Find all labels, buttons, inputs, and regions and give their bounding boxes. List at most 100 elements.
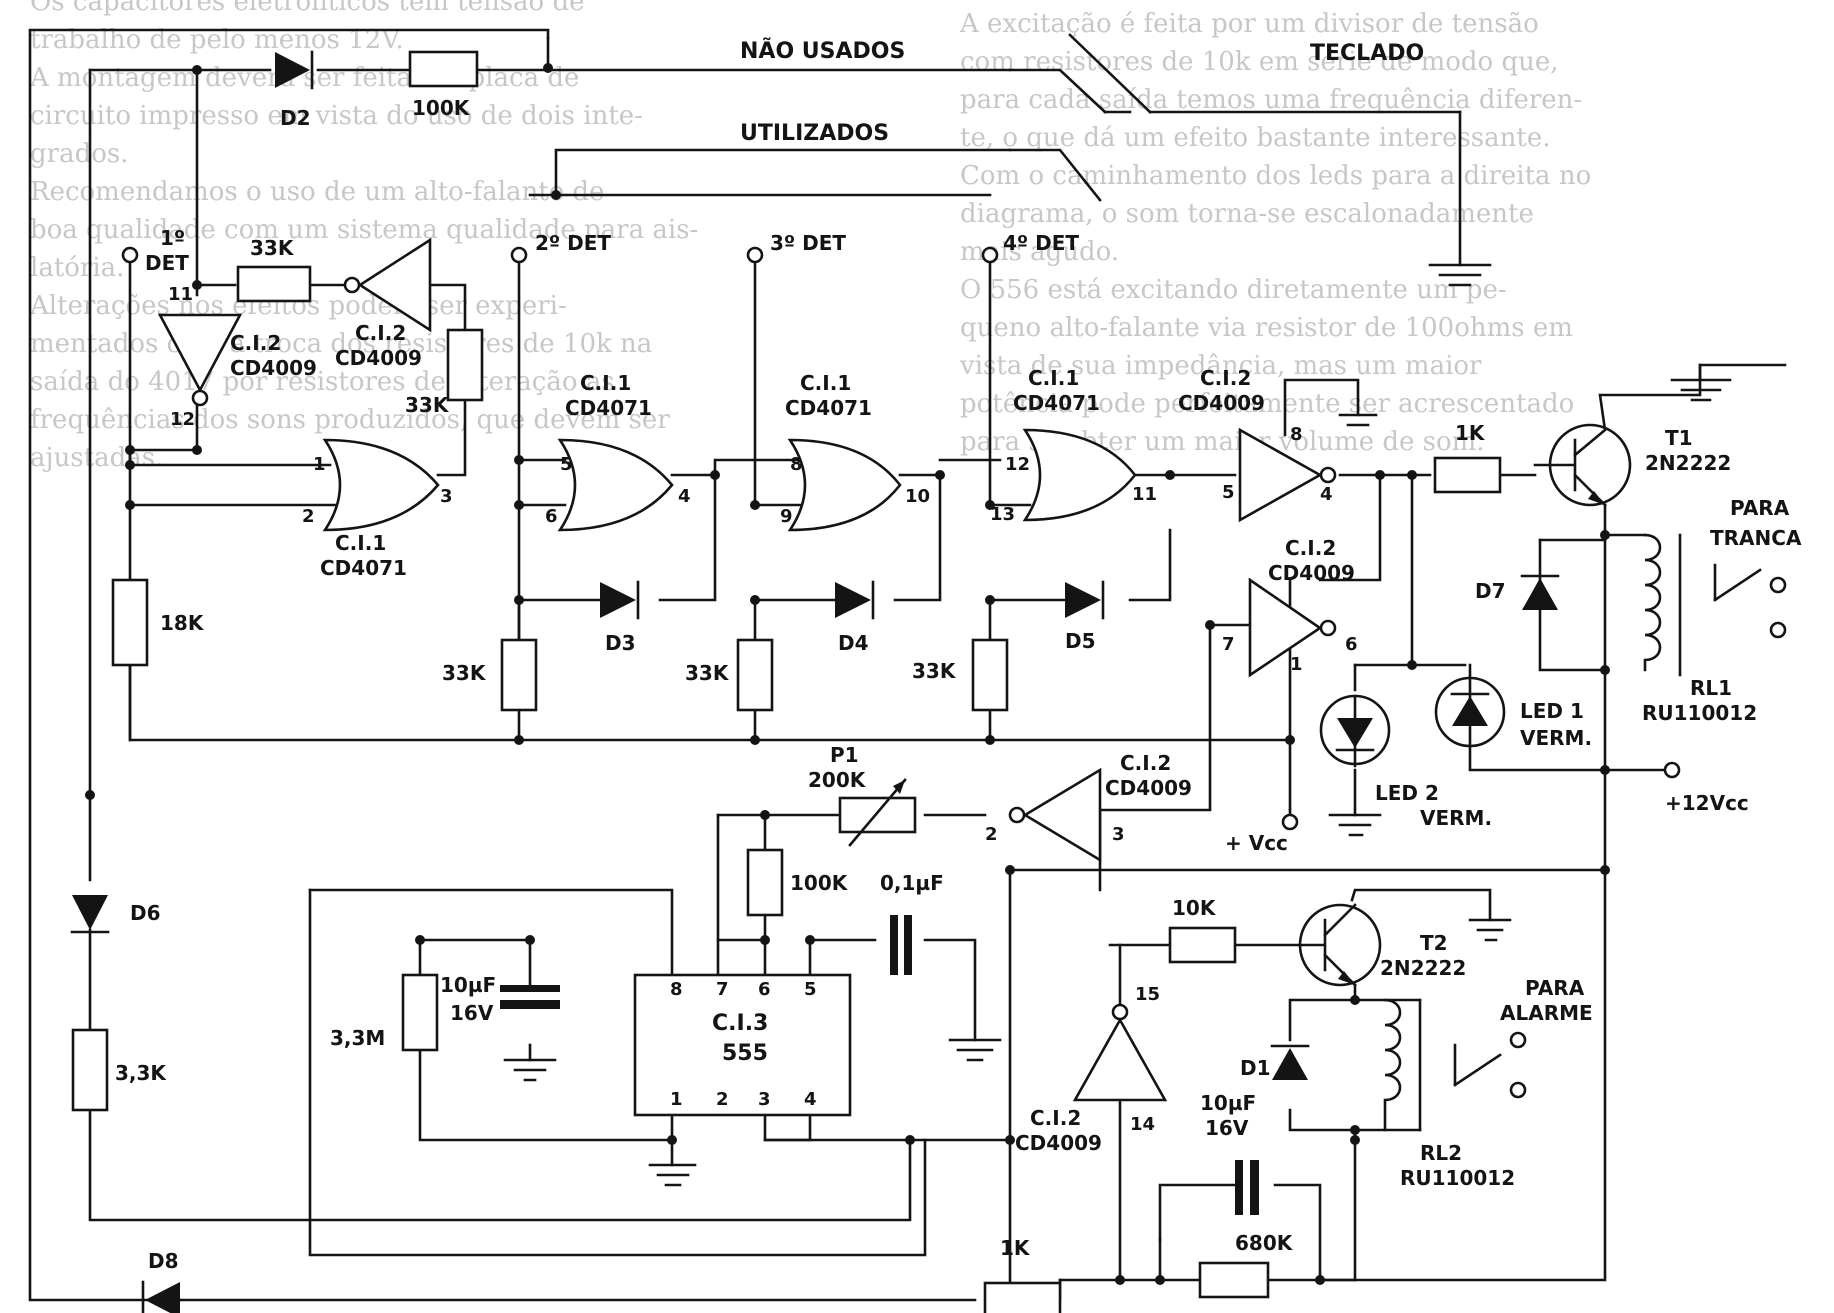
pin-555-6: 6 xyxy=(758,979,771,1000)
background-text-line: com resistores de 10k em série de modo q… xyxy=(960,47,1559,77)
pin-555-1: 1 xyxy=(670,1089,683,1110)
background-text-line: mentados com a troca dos resistores de 1… xyxy=(30,329,652,359)
junction-dot xyxy=(750,595,760,605)
junction-dot xyxy=(514,595,524,605)
pin-inv-7: 7 xyxy=(1222,634,1235,655)
label-ci1-b: C.I.1 xyxy=(580,371,631,395)
junction-dot xyxy=(750,500,760,510)
inverter-ci2-a xyxy=(343,237,432,333)
junction-dot xyxy=(525,935,535,945)
resistor-3-3m xyxy=(401,973,439,1052)
pin-555-4: 4 xyxy=(804,1089,817,1110)
label-ci2-b: C.I.2 xyxy=(230,331,281,355)
label-cd4071-a: CD4071 xyxy=(320,556,407,580)
label-ci2-d: C.I.2 xyxy=(1285,536,1336,560)
label-3-3m: 3,3M xyxy=(330,1026,385,1050)
background-text-line: grados. xyxy=(30,139,128,169)
resistor-18k xyxy=(111,578,149,667)
resistor-33k-b xyxy=(446,328,484,402)
junction-dot xyxy=(543,63,553,73)
label-cd4009-d: CD4009 xyxy=(1268,561,1355,585)
diode-d7 xyxy=(1520,574,1560,610)
label-utilizados: UTILIZADOS xyxy=(740,121,889,146)
label-d4: D4 xyxy=(838,631,869,655)
label-33k-b: 33K xyxy=(405,393,450,417)
resistor-3-3k xyxy=(71,1028,109,1112)
label-det1-b: DET xyxy=(145,251,189,275)
label-18k: 18K xyxy=(160,611,205,635)
junction-dot xyxy=(1407,660,1417,670)
junction-dot xyxy=(805,935,815,945)
labels: NÃO USADOS UTILIZADOS TECLADO 100K D2 1º… xyxy=(115,38,1802,1273)
background-text-line: A excitação é feita por um divisor de te… xyxy=(959,9,1539,39)
label-p1-value: 200K xyxy=(808,768,867,792)
resistor-1k-bottom xyxy=(983,1281,1062,1313)
junction-dot xyxy=(1155,1275,1165,1285)
or-gate-ci1-a xyxy=(322,438,440,532)
pin-or-4: 4 xyxy=(678,486,691,507)
label-led1-color: VERM. xyxy=(1520,726,1592,750)
pin-555-2: 2 xyxy=(716,1089,729,1110)
diode-d3 xyxy=(600,580,640,620)
junction-dot xyxy=(1285,735,1295,745)
label-ci3: C.I.3 xyxy=(712,1011,768,1036)
resistor-33k-feedback xyxy=(236,265,312,303)
label-d1: D1 xyxy=(1240,1056,1271,1080)
junction-dot xyxy=(125,460,135,470)
junction-dot xyxy=(1005,865,1015,875)
label-ci2-f: C.I.2 xyxy=(1030,1106,1081,1130)
label-para-alarme-b: ALARME xyxy=(1500,1001,1593,1025)
background-text-line: frequências dos sons produzidos, que dev… xyxy=(30,405,670,435)
junction-dot xyxy=(514,500,524,510)
relay-coil-rl1 xyxy=(1643,533,1787,677)
junction-dot xyxy=(551,190,561,200)
resistor-33k-1 xyxy=(500,638,538,712)
label-p1: P1 xyxy=(830,743,859,767)
background-text-line: potência pode perfeitamente ser acrescen… xyxy=(960,389,1574,419)
label-det3: 3º DET xyxy=(770,231,846,255)
background-text-line: te, o que dá um efeito bastante interess… xyxy=(960,123,1551,153)
label-33k-2: 33K xyxy=(685,661,730,685)
pin-inv-5: 5 xyxy=(1222,482,1235,503)
background-text-line: O 556 está excitando diretamente um pe- xyxy=(960,275,1507,305)
diode-d5 xyxy=(1065,580,1105,620)
junction-dot xyxy=(1205,620,1215,630)
label-rl2-type: RU110012 xyxy=(1400,1166,1515,1190)
label-ci2-a: C.I.2 xyxy=(355,321,406,345)
junction-dot xyxy=(760,810,770,820)
pin-or-6: 6 xyxy=(545,506,558,527)
resistor-33k-2 xyxy=(736,638,774,712)
label-100k-top: 100K xyxy=(412,96,471,120)
junction-dot xyxy=(905,1135,915,1145)
label-rl2: RL2 xyxy=(1420,1141,1462,1165)
junction-dot xyxy=(1350,995,1360,1005)
label-led2: LED 2 xyxy=(1375,781,1439,805)
label-ci1-d: C.I.1 xyxy=(1028,366,1079,390)
junction-dot xyxy=(514,455,524,465)
capacitor-10uf-a xyxy=(500,985,560,1009)
background-text-line: Recomendamos o uso de um alto-falante de xyxy=(30,177,604,207)
junction-dot xyxy=(1600,530,1610,540)
pin-or-2: 2 xyxy=(302,506,315,527)
label-555: 555 xyxy=(722,1041,768,1066)
label-3-3k: 3,3K xyxy=(115,1061,167,1085)
ground-symbols xyxy=(503,263,1732,1187)
pin-11-inv: 11 xyxy=(168,284,193,305)
label-para-tranca-b: TRANCA xyxy=(1710,526,1802,550)
label-cd4009-a: CD4009 xyxy=(335,346,422,370)
label-ci1-a: C.I.1 xyxy=(335,531,386,555)
diode-d1 xyxy=(1270,1044,1310,1080)
pin-555-7: 7 xyxy=(716,979,729,1000)
pin-555-8: 8 xyxy=(670,979,683,1000)
pin-inv-15: 15 xyxy=(1135,984,1160,1005)
pin-or-3: 3 xyxy=(440,486,453,507)
label-16v-a: 16V xyxy=(450,1001,494,1025)
junction-dot xyxy=(1315,1275,1325,1285)
pin-inv-6: 6 xyxy=(1345,634,1358,655)
label-d7: D7 xyxy=(1475,579,1506,603)
junction-dot xyxy=(1600,865,1610,875)
junction-dot xyxy=(667,1135,677,1145)
junction-dot xyxy=(985,500,995,510)
junction-dot xyxy=(1350,1125,1360,1135)
transistor-t2 xyxy=(1298,903,1382,987)
